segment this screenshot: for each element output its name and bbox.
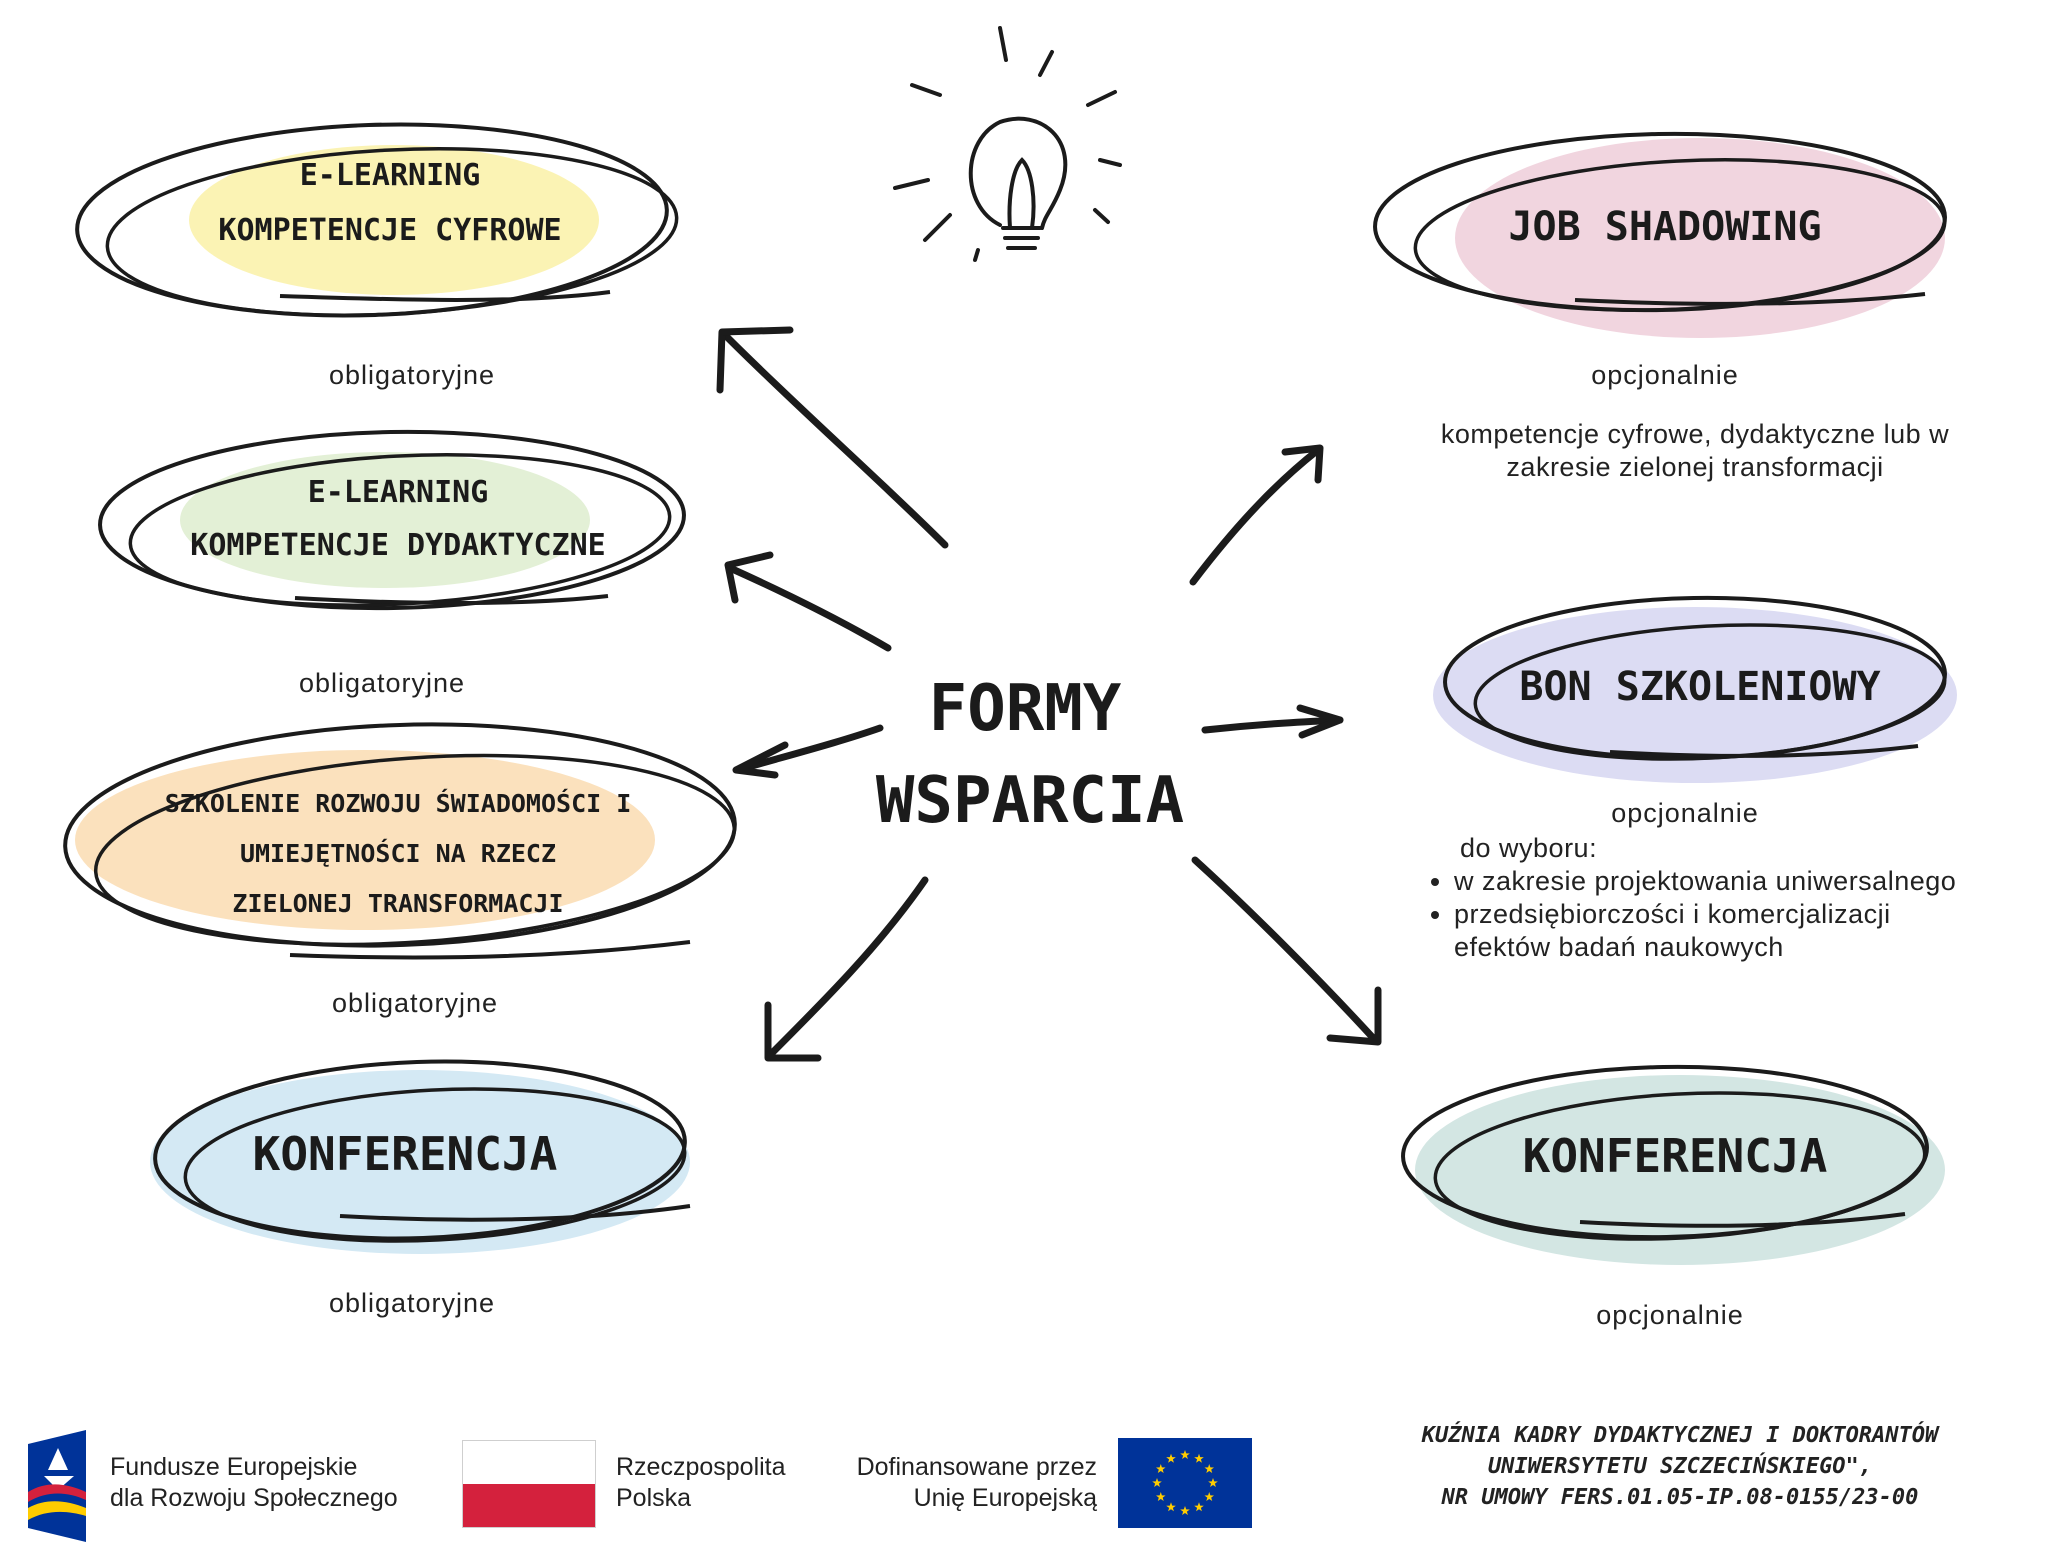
node-status-label: opcjonalnie xyxy=(1611,798,1759,828)
node-training-voucher: BON SZKOLENIOWY xyxy=(1433,595,1957,783)
arrow-to-green-training xyxy=(732,724,884,779)
voucher-intro: do wyboru: xyxy=(1460,833,1598,863)
center-title: FORMY xyxy=(929,672,1122,746)
node-highlight xyxy=(150,1070,690,1254)
rp-logo-text: Rzeczpospolita Polska xyxy=(616,1453,786,1512)
project-info: KUŹNIA KADRY DYDAKTYCZNEJ I DOKTORANTÓW … xyxy=(1421,1423,1939,1510)
eu-flag-icon xyxy=(1118,1438,1252,1528)
voucher-option: przedsiębiorczości i komercjalizacji efe… xyxy=(1454,898,1980,964)
fe-logo-text: Fundusze Europejskie dla Rozwoju Społecz… xyxy=(110,1453,398,1512)
node-title: KONFERENCJA xyxy=(1523,1129,1828,1183)
node-highlight xyxy=(189,145,599,295)
eu-star-icon xyxy=(1152,1478,1162,1487)
eu-star-icon xyxy=(1180,1506,1190,1515)
eu-star-icon xyxy=(1204,1492,1214,1501)
node-highlight xyxy=(1455,138,1945,338)
node-title: BON SZKOLENIOWY xyxy=(1519,664,1880,710)
node-highlight xyxy=(1415,1075,1945,1265)
node-highlight xyxy=(180,452,590,588)
arrow-to-job-shadowing xyxy=(1189,444,1324,586)
center-title: WSPARCIA xyxy=(876,764,1184,838)
fe-logo-icon xyxy=(28,1430,86,1542)
node-green-training: SZKOLENIE ROZWOJU ŚWIADOMOŚCI I UMIEJĘTN… xyxy=(63,722,737,960)
node-status-label: opcjonalnie xyxy=(1596,1300,1744,1330)
eu-star-icon xyxy=(1194,1453,1204,1463)
arrow-to-elearning-digital xyxy=(716,326,949,549)
node-title: KONFERENCJA xyxy=(253,1127,558,1181)
eu-star-icon xyxy=(1156,1492,1166,1501)
job-shadowing-description: kompetencje cyfrowe, dydaktyczne lub w z… xyxy=(1440,419,1950,482)
voucher-option: w zakresie projektowania uniwersalnego xyxy=(1454,865,1980,898)
node-highlight xyxy=(75,750,655,930)
voucher-options: w zakresie projektowania uniwersalnego p… xyxy=(1420,865,1980,964)
eu-star-icon xyxy=(1166,1502,1176,1512)
node-conference-left: KONFERENCJA xyxy=(150,1059,691,1254)
polish-flag-icon xyxy=(462,1440,596,1528)
node-status-label: opcjonalnie xyxy=(1591,360,1739,390)
node-title: KOMPETENCJE CYFROWE xyxy=(218,213,561,248)
node-elearning-digital: E-LEARNING KOMPETENCJE CYFROWE xyxy=(75,122,679,318)
eu-star-icon xyxy=(1194,1502,1204,1512)
node-highlight xyxy=(1433,607,1957,783)
eu-star-icon xyxy=(1180,1450,1190,1459)
arrow-to-conference-right xyxy=(1191,856,1382,1046)
arrow-to-elearning-didactic xyxy=(724,551,892,652)
eu-star-icon xyxy=(1166,1453,1176,1463)
node-status-label: obligatoryjne xyxy=(298,668,466,698)
node-elearning-didactic: E-LEARNING KOMPETENCJE DYDAKTYCZNE xyxy=(98,429,686,611)
node-title: E-LEARNING xyxy=(300,158,481,193)
eu-star-icon xyxy=(1204,1464,1214,1473)
node-title: SZKOLENIE ROZWOJU ŚWIADOMOŚCI I xyxy=(165,788,632,818)
node-status-label: obligatoryjne xyxy=(328,1288,496,1318)
node-title: KOMPETENCJE DYDAKTYCZNE xyxy=(190,528,605,563)
node-title: ZIELONEJ TRANSFORMACJI xyxy=(232,889,563,918)
eu-logo-text: Dofinansowane przez Unię Europejską xyxy=(856,1453,1097,1512)
node-title: JOB SHADOWING xyxy=(1508,204,1821,250)
node-job-shadowing: JOB SHADOWING xyxy=(1373,131,1947,338)
node-title: E-LEARNING xyxy=(308,475,489,510)
arrow-to-conference-left xyxy=(764,876,929,1062)
node-conference-right: KONFERENCJA xyxy=(1401,1064,1945,1265)
node-status-label: obligatoryjne xyxy=(331,988,499,1018)
node-title: UMIEJĘTNOŚCI NA RZECZ xyxy=(240,838,556,868)
eu-star-icon xyxy=(1208,1478,1218,1487)
arrow-to-training-voucher xyxy=(1201,704,1344,739)
node-status-label: obligatoryjne xyxy=(328,360,496,390)
lightbulb-icon xyxy=(893,26,1122,262)
voucher-description: do wyboru: w zakresie projektowania uniw… xyxy=(1420,832,1980,964)
eu-star-icon xyxy=(1156,1464,1166,1473)
